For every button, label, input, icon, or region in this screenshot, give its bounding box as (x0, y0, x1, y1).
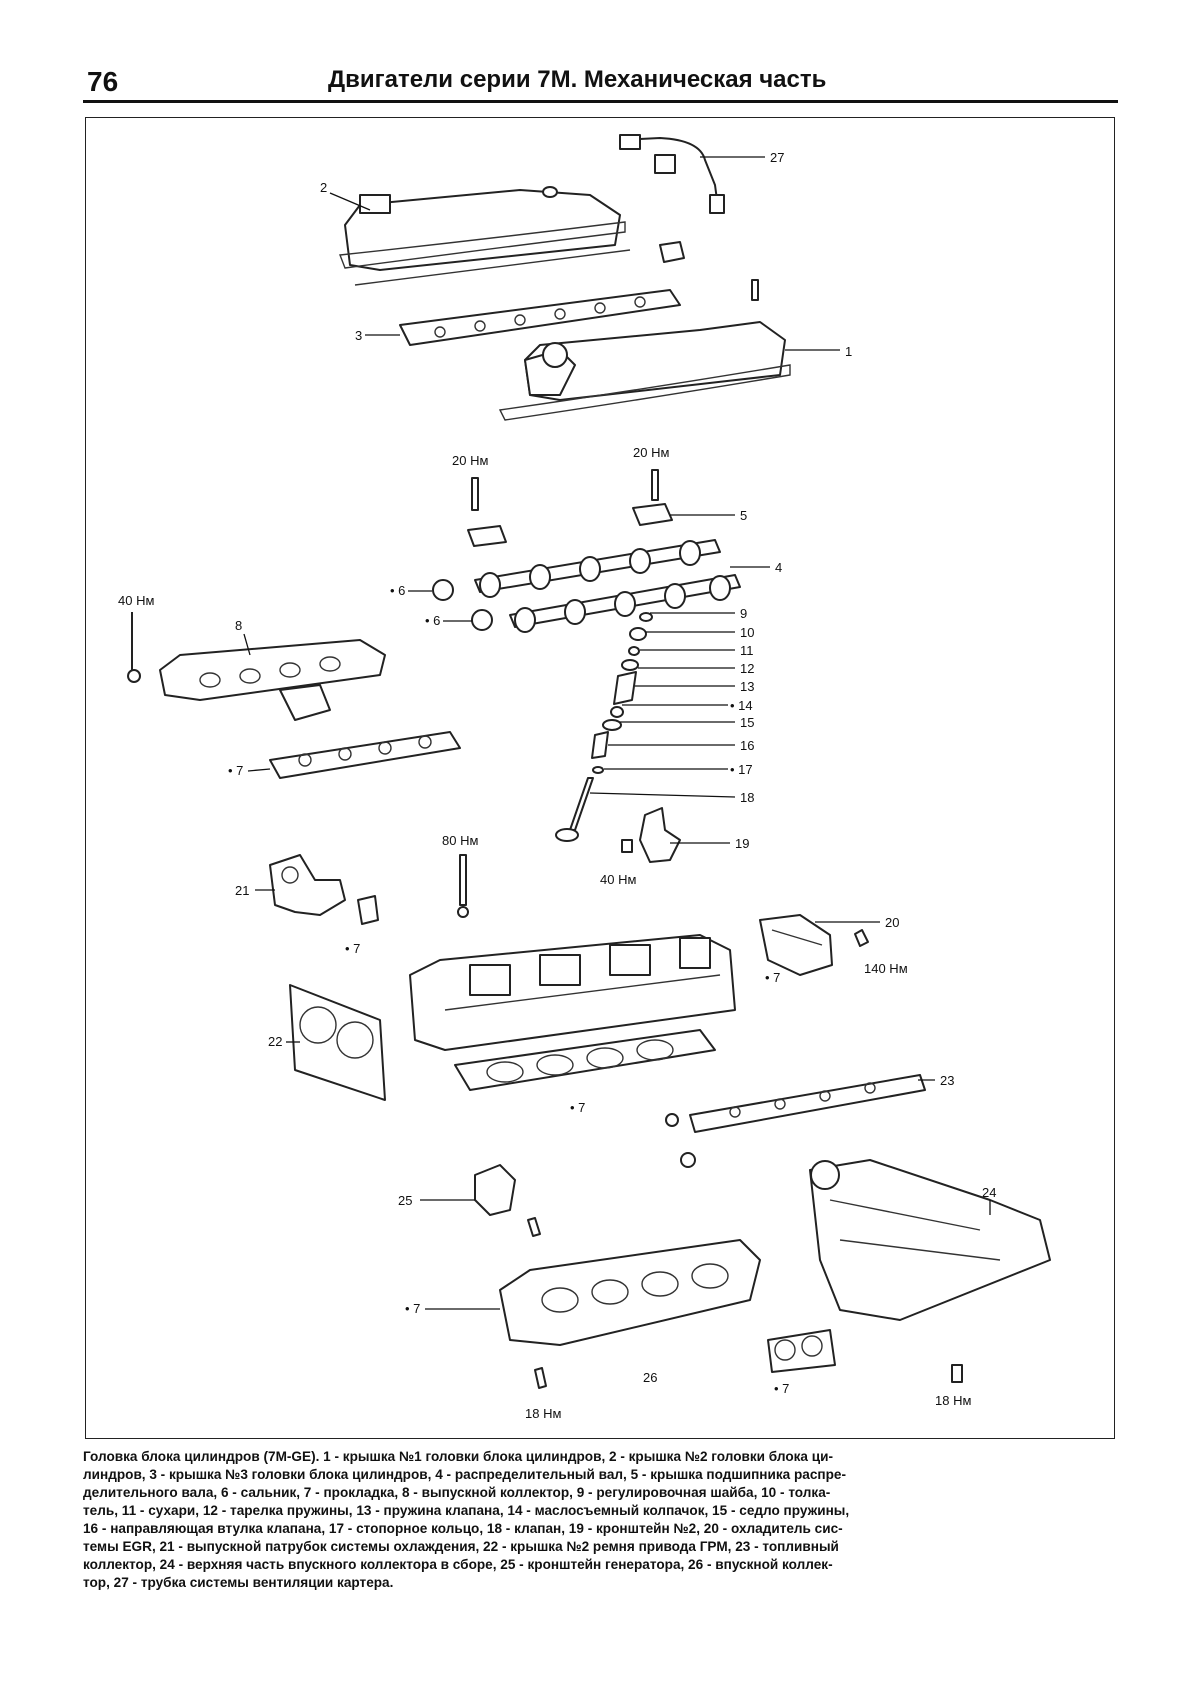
callout-7e: • 7 (405, 1301, 420, 1316)
part-7-head-gasket (454, 1029, 716, 1091)
caption-line: темы EGR, 21 - выпускной патрубок систем… (83, 1539, 839, 1554)
bearing-cap-left (467, 525, 507, 547)
callout-27: 27 (770, 150, 784, 165)
part-19-bracket-2 (639, 807, 681, 863)
part-7-intake-gasket (767, 1329, 836, 1373)
caption-line: тор, 27 - трубка системы вентиляции карт… (83, 1575, 394, 1590)
callout-26: 26 (643, 1370, 657, 1385)
part-20-egr-cooler (759, 914, 833, 976)
part-3-head-cover-3 (399, 289, 681, 346)
part-23-fuel-rail (689, 1074, 926, 1133)
part-5-bearing-cap (632, 503, 673, 526)
part-7-manifold-gasket (269, 731, 461, 779)
callout-9: 9 (740, 606, 747, 621)
torque-label-8: 18 Нм (935, 1393, 971, 1408)
manifold-nut (127, 669, 141, 683)
callout-15: 15 (740, 715, 754, 730)
torque-label-5: 40 Нм (600, 872, 636, 887)
bracket-bolt (621, 839, 633, 853)
exploded-diagram: 27 2 3 1 20 Нм 20 Нм 5 (118, 134, 1051, 1421)
part-2-head-cover-2 (339, 186, 631, 286)
page-header: 76 Двигатели серии 7M. Механическая част… (83, 62, 1118, 102)
part-24-intake-upper (809, 1159, 1051, 1321)
oil-filler-cap (659, 241, 685, 263)
intake-upper-bolt (951, 1364, 963, 1383)
caption-line: коллектор, 24 - верхняя часть впускного … (83, 1557, 833, 1572)
callout-1: 1 (845, 344, 852, 359)
torque-label-4: 80 Нм (442, 833, 478, 848)
callout-2: 2 (320, 180, 327, 195)
callout-14: • 14 (730, 698, 753, 713)
header-rule (83, 100, 1118, 103)
egr-cooler-bolt (854, 929, 869, 947)
callout-13: 13 (740, 679, 754, 694)
caption-line: 16 - направляющая втулка клапана, 17 - с… (83, 1521, 843, 1536)
caption-line: линдров, 3 - крышка №3 головки блока цил… (83, 1467, 847, 1482)
callout-24: 24 (982, 1185, 996, 1200)
torque-label-1: 20 Нм (452, 453, 488, 468)
part-1-head-cover-1 (498, 321, 791, 421)
camshaft-cap-bolt-2 (651, 469, 659, 501)
intake-manifold-bolt (534, 1367, 547, 1389)
part-26-intake-manifold (499, 1239, 761, 1346)
callout-22: 22 (268, 1034, 282, 1049)
part-6-oil-seal-1 (432, 579, 454, 601)
part-6-oil-seal-2 (471, 609, 493, 631)
callout-20: 20 (885, 915, 899, 930)
figure-frame (85, 117, 1115, 1439)
callout-11: 11 (740, 643, 754, 658)
cylinder-head-bolt (459, 854, 467, 906)
torque-label-6: 140 Нм (864, 961, 908, 976)
cylinder-head (409, 934, 736, 1051)
alternator-bracket-bolt (527, 1217, 541, 1237)
part-22-timing-belt-cover (289, 984, 386, 1101)
callout-21: 21 (235, 883, 249, 898)
torque-label-2: 20 Нм (633, 445, 669, 460)
cover-bolt (751, 279, 759, 301)
callout-12: 12 (740, 661, 754, 676)
camshaft-cap-bolt-1 (471, 477, 479, 511)
callout-23: 23 (940, 1073, 954, 1088)
callout-6b: • 6 (425, 613, 440, 628)
caption-line: делительного вала, 6 - сальник, 7 - прок… (83, 1485, 831, 1500)
callout-19: 19 (735, 836, 749, 851)
callout-16: 16 (740, 738, 754, 753)
page-number: 76 (87, 66, 119, 97)
part-8-exhaust-manifold (159, 639, 386, 721)
callout-10: 10 (740, 625, 754, 640)
callout-4: 4 (775, 560, 782, 575)
callout-3: 3 (355, 328, 362, 343)
callout-7c: • 7 (765, 970, 780, 985)
part-25-alternator-bracket (474, 1164, 516, 1216)
callout-7f: • 7 (774, 1381, 789, 1396)
cylinder-head-washer (457, 906, 469, 918)
torque-label-3: 40 Нм (118, 593, 154, 608)
callout-18: 18 (740, 790, 754, 805)
valve-assembly (555, 612, 653, 842)
callout-6a: • 6 (390, 583, 405, 598)
callout-25: 25 (398, 1193, 412, 1208)
part-21-water-outlet (269, 854, 346, 916)
callout-7a: • 7 (228, 763, 243, 778)
caption-line: тель, 11 - сухари, 12 - тарелка пружины,… (83, 1503, 850, 1518)
callout-7d: • 7 (570, 1100, 585, 1115)
part-4-camshafts (474, 539, 741, 633)
callout-17: • 17 (730, 762, 753, 777)
callout-8: 8 (235, 618, 242, 633)
caption-line: Головка блока цилиндров (7M-GE). 1 - кры… (83, 1449, 834, 1464)
water-outlet-gasket (357, 895, 379, 925)
torque-label-7: 18 Нм (525, 1406, 561, 1421)
page-title: Двигатели серии 7M. Механическая часть (328, 66, 827, 93)
callout-5: 5 (740, 508, 747, 523)
fuel-rail-fitting (665, 1113, 679, 1127)
callout-7b: • 7 (345, 941, 360, 956)
part-27-pcv-pipe (619, 134, 725, 214)
fuel-rail-spacer (680, 1152, 696, 1168)
figure-caption: Головка блока цилиндров (7M-GE). 1 - кры… (83, 1448, 1118, 1592)
